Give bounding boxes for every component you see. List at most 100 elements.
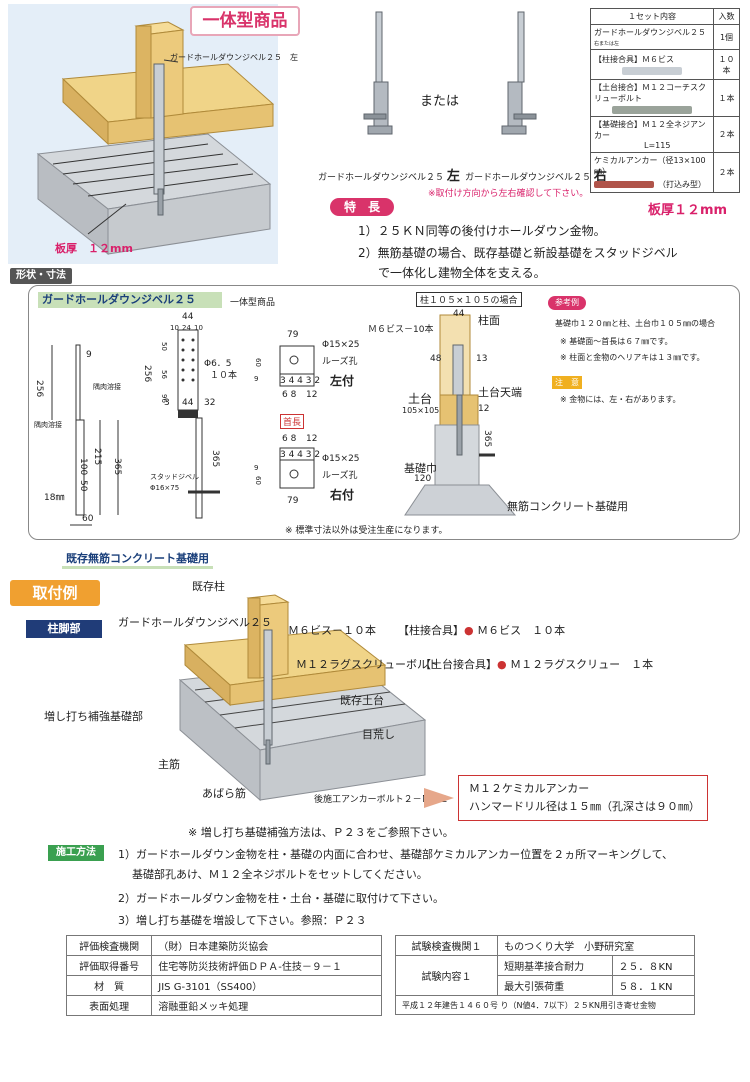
dim-79: 79 xyxy=(287,330,299,340)
install-diagram xyxy=(178,594,427,802)
set-item-name: ガードホールダウンジベル２５ 右または左 xyxy=(590,24,714,50)
reinforcement-label: 増し打ち補強基礎部 xyxy=(44,710,143,723)
hero-product-label: ガードホールダウンジベル２５ 左 xyxy=(170,53,298,62)
column-size-label: 柱１０５×１０５の場合 xyxy=(416,292,522,307)
test-key: 試験内容１ xyxy=(394,955,499,996)
dim-48: 48 xyxy=(430,354,442,364)
reference-line-2: ※ 基礎面～首長は６７㎜です。 xyxy=(560,337,673,346)
test-result: ５８．１KN xyxy=(611,975,695,996)
m6-note-bracket: 【柱接合具】 xyxy=(398,624,464,637)
eval-value: 溶融亜鉛メッキ処理 xyxy=(151,995,382,1016)
weld-label-2: 隅肉溶接 xyxy=(34,421,62,429)
anchor-line-1: Ｍ１２ケミカルアンカー xyxy=(469,782,590,795)
set-header: １セット内容 xyxy=(590,8,714,25)
dim-56: 56 xyxy=(160,370,168,379)
neck-length-label: 首長 xyxy=(280,414,305,429)
front-view-drawing xyxy=(177,329,220,519)
set-item-name-text: 【土台接合】Ｍ１２コーチスクリューボルト xyxy=(594,83,706,103)
m12-note-text: Ｍ１２ラグスクリュー １本 xyxy=(510,658,654,671)
eval-key: 評価取得番号 xyxy=(65,955,153,976)
eval-value: JIS G-3101（SS400） xyxy=(151,975,382,996)
post-anchor-label: 後施工アンカーボルト２－Ｍ１２ xyxy=(314,795,449,805)
set-item-qty: １０本 xyxy=(713,49,740,80)
table-row: 平成１２年建告１４６０号 り（N値4．7以下）２５KN用引き寄せ金物 xyxy=(395,995,695,1015)
eval-key: 表面処理 xyxy=(65,995,153,1016)
set-item-qty: 1個 xyxy=(713,24,740,50)
test-item: 最大引張荷重 xyxy=(497,975,613,996)
anchor-line-2: ハンマードリル径は１５㎜（孔深さは９０㎜） xyxy=(469,800,700,813)
variant-left-label: ガードホールダウンジベル２５ 左 xyxy=(318,165,460,184)
evaluation-table: 評価検査機関（財）日本建築防災協会 評価取得番号住宅等防災技術評価ＤＰＡ-住技－… xyxy=(65,935,382,1016)
dim-79b: 79 xyxy=(287,496,299,506)
reference-line-1: 基礎巾１２０㎜と柱、土台巾１０５㎜の場合 xyxy=(555,319,715,328)
set-item-qty: ２本 xyxy=(713,116,740,153)
sill-label: 土台 xyxy=(408,392,433,406)
dimension-subtitle: 一体型商品 xyxy=(230,298,276,308)
install-example-badge: 取付例 xyxy=(10,580,100,606)
bullet-icon: ● xyxy=(497,658,507,671)
screw-icon xyxy=(622,67,682,75)
dim-phi65: Φ6．5 xyxy=(204,359,232,369)
set-contents-table: １セット内容 入数 ガードホールダウンジベル２５ 右または左 1個 【柱接合具】… xyxy=(590,8,740,193)
stud-size: Φ16×75 xyxy=(150,484,180,492)
variant-left-side: 左 xyxy=(446,169,460,184)
dim-loose: ルーズ孔 xyxy=(322,357,358,367)
dim-9c: 9 xyxy=(254,464,259,472)
dim-10-count: １０本 xyxy=(210,371,238,381)
set-item-name-text: 【柱接合具】Ｍ６ビス xyxy=(594,55,674,64)
foundation-width-label: 基礎巾 xyxy=(404,462,437,475)
dim-215: 215 xyxy=(92,448,102,466)
chemical-anchor-box: Ｍ１２ケミカルアンカー ハンマードリル径は１５㎜（孔深さは９０㎜） xyxy=(458,775,708,821)
dim-18: 18㎜ xyxy=(44,493,65,503)
integrated-product-badge: 一体型商品 xyxy=(190,6,300,36)
set-item-sub: L=115 xyxy=(644,141,671,150)
hero-diagram xyxy=(36,21,275,256)
chemical-anchor-icon xyxy=(594,181,654,188)
dim-60b: 60 xyxy=(254,358,262,367)
dim-34432: 3 4 4 3 2 xyxy=(280,376,321,386)
method-step-1b: 基礎部孔あけ、Ｍ１２全ネジボルトをセットしてください。 xyxy=(132,868,428,881)
left-attach-label: 左付 xyxy=(330,374,355,388)
column-face-label: 柱面 xyxy=(478,314,500,327)
column-base-badge: 柱脚部 xyxy=(26,620,102,638)
dim-100: 100 xyxy=(78,458,88,476)
existing-sill-label: 既存土台 xyxy=(340,694,384,707)
table-row: ケミカルアンカー（径13×100㎜） （打込み型） ２本 xyxy=(590,152,740,193)
dim-9: 9 xyxy=(86,350,92,360)
eval-value: 住宅等防災技術評価ＤＰＡ-住技－９－１ xyxy=(151,955,382,976)
eval-value: （財）日本建築防災協会 xyxy=(151,935,382,956)
install-m12-label: Ｍ１２ラグスクリューボルト xyxy=(296,658,439,671)
dim-12: 12 xyxy=(306,390,318,400)
set-item-name: 【柱接合具】Ｍ６ビス xyxy=(590,49,714,80)
dimension-panel xyxy=(28,285,740,540)
set-header-qty: 入数 xyxy=(713,8,740,25)
weld-label-1: 隅肉溶接 xyxy=(93,383,121,391)
dim-phi15: Φ15×25 xyxy=(322,340,360,350)
dim-10a: 10 xyxy=(170,324,179,332)
existing-column-label: 既存柱 xyxy=(192,580,225,593)
table-row: 評価検査機関（財）日本建築防災協会 xyxy=(65,935,382,956)
m6-note: 【柱接合具】● Ｍ６ビス １０本 xyxy=(398,622,565,638)
or-text: または xyxy=(420,94,460,109)
set-item-qty: ２本 xyxy=(713,152,740,193)
test-item: 短期基準接合耐力 xyxy=(497,955,613,976)
dim-44: 44 xyxy=(182,312,194,322)
dim-365: 365 xyxy=(112,458,122,476)
dim-10b: 10 xyxy=(194,324,203,332)
table-row: １セット内容 入数 xyxy=(590,8,740,25)
method-badge: 施工方法 xyxy=(48,845,104,861)
caution-pill: 注 意 xyxy=(552,376,582,389)
feature-line-3: で一体化し建物全体を支える。 xyxy=(378,266,546,280)
test-result: ２５．８KN xyxy=(611,955,695,976)
method-step-1a: 1）ガードホールダウン金物を柱・基礎の内面に合わせ、基礎部ケミカルアンカー位置を… xyxy=(118,848,674,861)
set-item-name: 【土台接合】Ｍ１２コーチスクリューボルト xyxy=(590,79,714,117)
table-row: 評価取得番号住宅等防災技術評価ＤＰＡ-住技－９－１ xyxy=(65,955,382,976)
feature-pill: 特 長 xyxy=(330,198,394,216)
lag-screw-icon xyxy=(612,106,692,114)
set-item-name-text: ケミカルアンカー（径13×100㎜） xyxy=(594,156,706,176)
install-m6-label: Ｍ６ビス－１０本 xyxy=(288,624,376,637)
table-row: 【基礎接合】Ｍ１２全ネジアンカー L=115 ２本 xyxy=(590,116,740,153)
variant-left-name: ガードホールダウンジベル２５ xyxy=(318,173,445,183)
